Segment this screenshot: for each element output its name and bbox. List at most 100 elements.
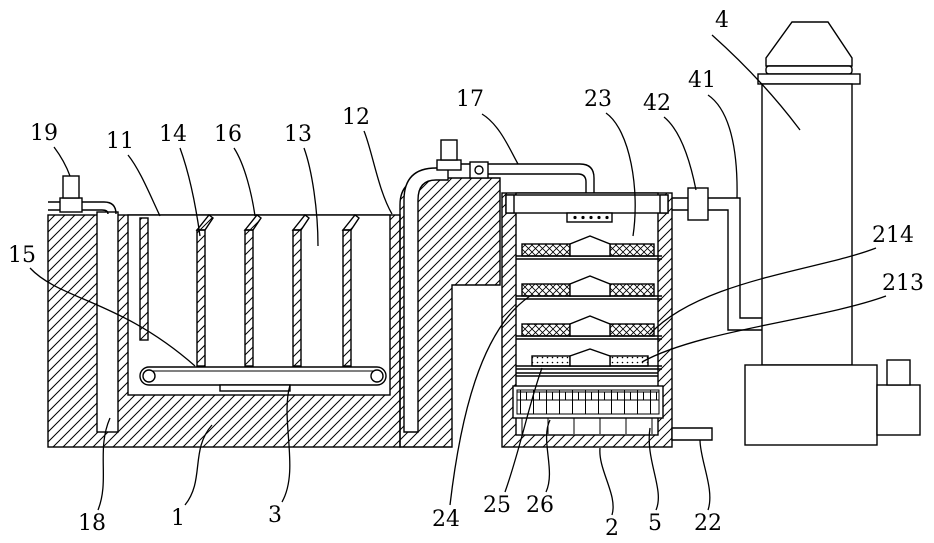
tray-1-hump	[569, 235, 611, 257]
right-channel	[403, 167, 449, 433]
leader-line-16	[233, 147, 256, 217]
inlet-pipe-inner	[48, 209, 109, 215]
column-valve-body	[440, 139, 458, 161]
plate-3-flap	[291, 214, 310, 231]
inlet-valve-base	[59, 197, 83, 213]
leader-line-214	[649, 247, 877, 335]
tower-base	[744, 364, 878, 446]
leader-line-26	[545, 419, 551, 493]
part-label: 24	[432, 507, 460, 532]
lid-cap-right	[659, 194, 669, 214]
tray-2-media-right	[609, 283, 655, 297]
leader-line-11	[127, 154, 161, 217]
leader-lines	[29, 34, 887, 516]
column-valve-base	[436, 159, 462, 171]
leader-line-17	[481, 113, 519, 165]
spray-hole	[573, 215, 577, 220]
tower-flange	[757, 73, 861, 85]
part-label: 13	[284, 122, 312, 147]
outlet-pipe	[671, 427, 713, 441]
plate-1	[196, 229, 206, 367]
part-labels: 4 41 42 23 17 12 13 16 14 11 19 15 214 2…	[8, 8, 924, 541]
part-label: 15	[8, 243, 36, 268]
gas-pipe-inner	[672, 209, 762, 331]
lid-cap-left	[505, 194, 515, 214]
plates	[195, 214, 360, 367]
part-label: 19	[30, 121, 58, 146]
motor-top	[886, 359, 911, 386]
leader-line-3	[281, 384, 291, 503]
spray-hole	[589, 215, 593, 220]
gas-pipe-outer	[672, 197, 762, 319]
part-label: 41	[688, 68, 716, 93]
leader-line-14	[179, 147, 201, 237]
part-label: 11	[106, 129, 134, 154]
tray-3-media-left	[521, 323, 571, 337]
leader-line-41	[707, 94, 738, 199]
conveyor-belt	[139, 366, 387, 386]
leader-line-15	[29, 267, 196, 367]
plate-4-flap	[341, 214, 360, 231]
plate-1-flap	[195, 214, 214, 231]
spray-hole	[605, 215, 609, 220]
tray-3-media-right	[609, 323, 655, 337]
tray-4-hump	[569, 348, 611, 367]
leader-line-4	[711, 34, 801, 131]
tank-body	[47, 167, 501, 448]
tray-3-hump	[569, 315, 611, 337]
part-label: 17	[456, 87, 484, 112]
leader-line-2	[599, 447, 614, 516]
part-label: 2	[605, 516, 619, 541]
part-label: 22	[694, 511, 722, 536]
plate-4	[342, 229, 352, 367]
filter-mesh	[516, 389, 660, 415]
part-label: 18	[78, 511, 106, 536]
part-label: 214	[872, 223, 914, 248]
tower	[744, 21, 921, 446]
transfer-pipe-inner	[488, 173, 587, 213]
tower-band	[765, 65, 853, 75]
leader-line-25	[504, 367, 543, 493]
tray-2-media-left	[521, 283, 571, 297]
tower-hood	[765, 21, 853, 67]
conveyor-roller-left	[142, 369, 156, 383]
tray-2-hump	[569, 275, 611, 297]
gas-pipe	[672, 187, 762, 331]
plate-2	[244, 229, 254, 367]
spray-hole	[597, 215, 601, 220]
part-label: 213	[882, 271, 924, 296]
motor-body	[876, 384, 921, 436]
leader-line-42	[663, 116, 697, 191]
tray-1-media-left	[521, 243, 571, 257]
part-label: 23	[584, 87, 612, 112]
leader-line-19	[53, 146, 71, 177]
part-label: 12	[342, 105, 370, 130]
part-label: 5	[648, 511, 662, 536]
left-channel	[96, 211, 119, 433]
baffle-plate	[139, 217, 149, 341]
part-label: 16	[214, 122, 242, 147]
tray-4-media-left	[531, 355, 571, 367]
part-label: 4	[715, 8, 729, 33]
leader-line-23	[605, 112, 636, 237]
leader-line-213	[641, 295, 887, 363]
conveyor	[139, 366, 387, 392]
leader-line-5	[648, 427, 660, 511]
leader-line-13	[303, 147, 319, 247]
tower-column	[761, 83, 853, 366]
part-label: 26	[526, 493, 554, 518]
part-label: 25	[483, 493, 511, 518]
part-label: 1	[171, 506, 185, 531]
tray-4-media-right	[609, 355, 649, 367]
leader-line-22	[699, 439, 711, 511]
tray-2	[516, 275, 662, 300]
gas-valve	[687, 187, 709, 221]
transfer-pipe-outer	[461, 163, 595, 213]
leader-line-1	[184, 424, 213, 506]
separator-lid	[505, 194, 669, 214]
conveyor-roller-right	[370, 369, 384, 383]
plate-2-flap	[243, 214, 262, 231]
conveyor-support	[219, 384, 291, 392]
leader-line-12	[363, 130, 393, 215]
tray-4	[516, 348, 662, 370]
